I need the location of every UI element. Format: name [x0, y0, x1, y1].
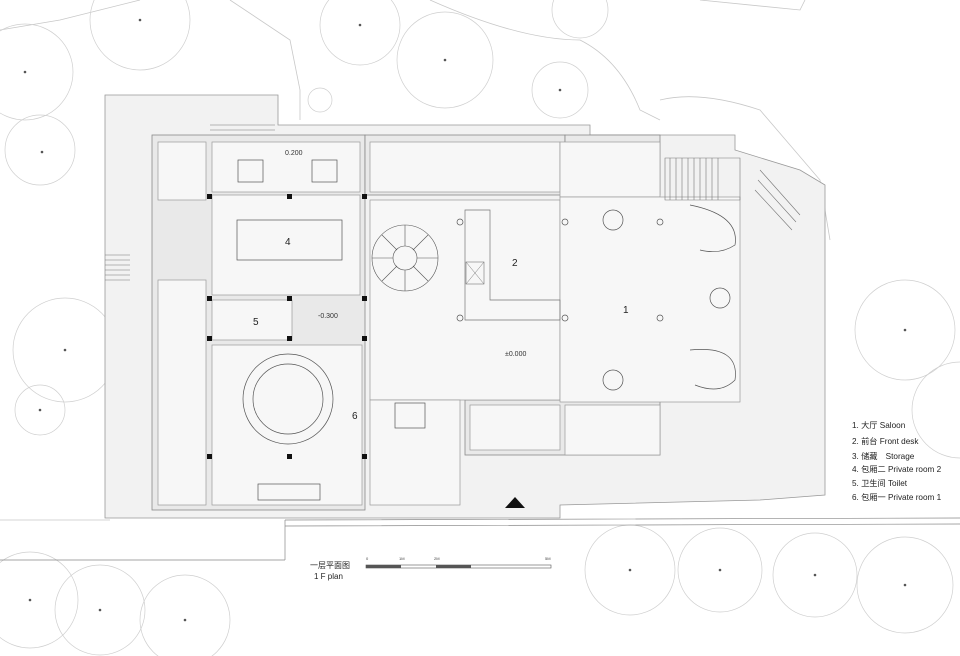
caption-en: 1 F plan [314, 572, 343, 581]
columns [207, 194, 367, 459]
legend-item-private-room-2: 4. 包厢二 Private room 2 [852, 465, 942, 474]
legend-item-storage: 3. 储藏 Storage [852, 452, 915, 461]
room-number-1: 1 [623, 305, 629, 316]
scale-label-1m: 1M [399, 556, 405, 561]
room-number-5: 5 [253, 317, 259, 328]
room-number-2: 2 [512, 258, 518, 269]
road-edge [0, 517, 960, 561]
legend-item-private-room-1: 6. 包厢一 Private room 1 [852, 493, 942, 502]
level-mark-0000: ±0.000 [505, 351, 526, 358]
tree-dots [23, 18, 907, 622]
scale-label-5m: 5M [545, 556, 551, 561]
scale-bar [365, 564, 552, 569]
scale-label-2m: 2M [434, 556, 440, 561]
legend-item-toilet: 5. 卫生间 Toilet [852, 479, 908, 488]
level-mark-0200: 0.200 [285, 150, 303, 157]
scale-label-0: 0 [366, 556, 369, 561]
stairs-left [105, 124, 275, 281]
storage-box [465, 261, 485, 285]
spiral-stair [371, 224, 439, 292]
caption-cn: 一层平面图 [310, 561, 350, 570]
entrance-marker [505, 497, 525, 508]
legend-item-saloon: 1. 大厅 Saloon [852, 421, 906, 430]
legend-item-front-desk: 2. 前台 Front desk [852, 437, 919, 446]
level-mark-minus0300: -0.300 [318, 313, 338, 320]
room-number-6: 6 [352, 411, 358, 422]
saloon-furniture [456, 204, 736, 391]
round-table [242, 353, 334, 445]
square-tables [237, 159, 426, 501]
front-desk [464, 209, 561, 321]
room-number-4: 4 [285, 237, 291, 248]
site-context [0, 0, 831, 521]
stairs-right [664, 157, 801, 231]
long-table [236, 219, 343, 261]
